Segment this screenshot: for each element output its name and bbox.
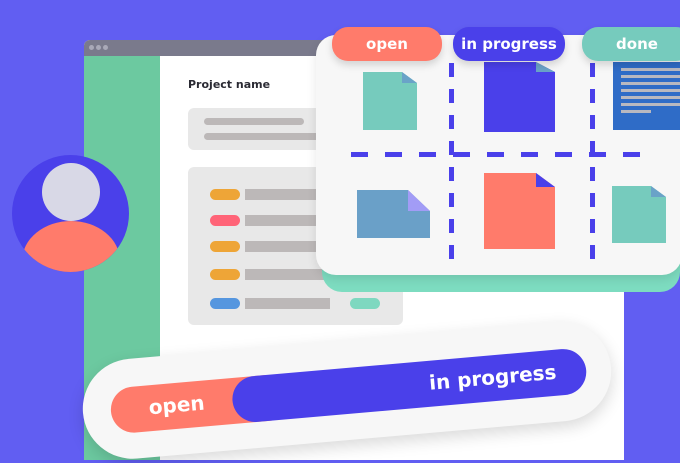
- tab-open[interactable]: open: [332, 27, 442, 61]
- tab-done[interactable]: done: [582, 27, 680, 61]
- document-icon[interactable]: [357, 190, 430, 238]
- document-icon[interactable]: [612, 186, 666, 243]
- in-progress-status-bar[interactable]: in progress: [230, 347, 589, 424]
- document-icon[interactable]: [484, 173, 555, 249]
- text-line: [204, 133, 384, 140]
- window-dot[interactable]: [89, 45, 94, 50]
- document-icon[interactable]: [363, 72, 417, 130]
- tab-in-progress[interactable]: in progress: [453, 27, 565, 61]
- avatar-icon: [12, 155, 129, 272]
- project-title: Project name: [188, 78, 271, 91]
- document-icon[interactable]: [484, 62, 555, 132]
- window-dot[interactable]: [103, 45, 108, 50]
- document-icon[interactable]: [613, 62, 680, 130]
- window-dot[interactable]: [96, 45, 101, 50]
- text-line: [204, 118, 304, 125]
- kanban-board: [316, 35, 680, 275]
